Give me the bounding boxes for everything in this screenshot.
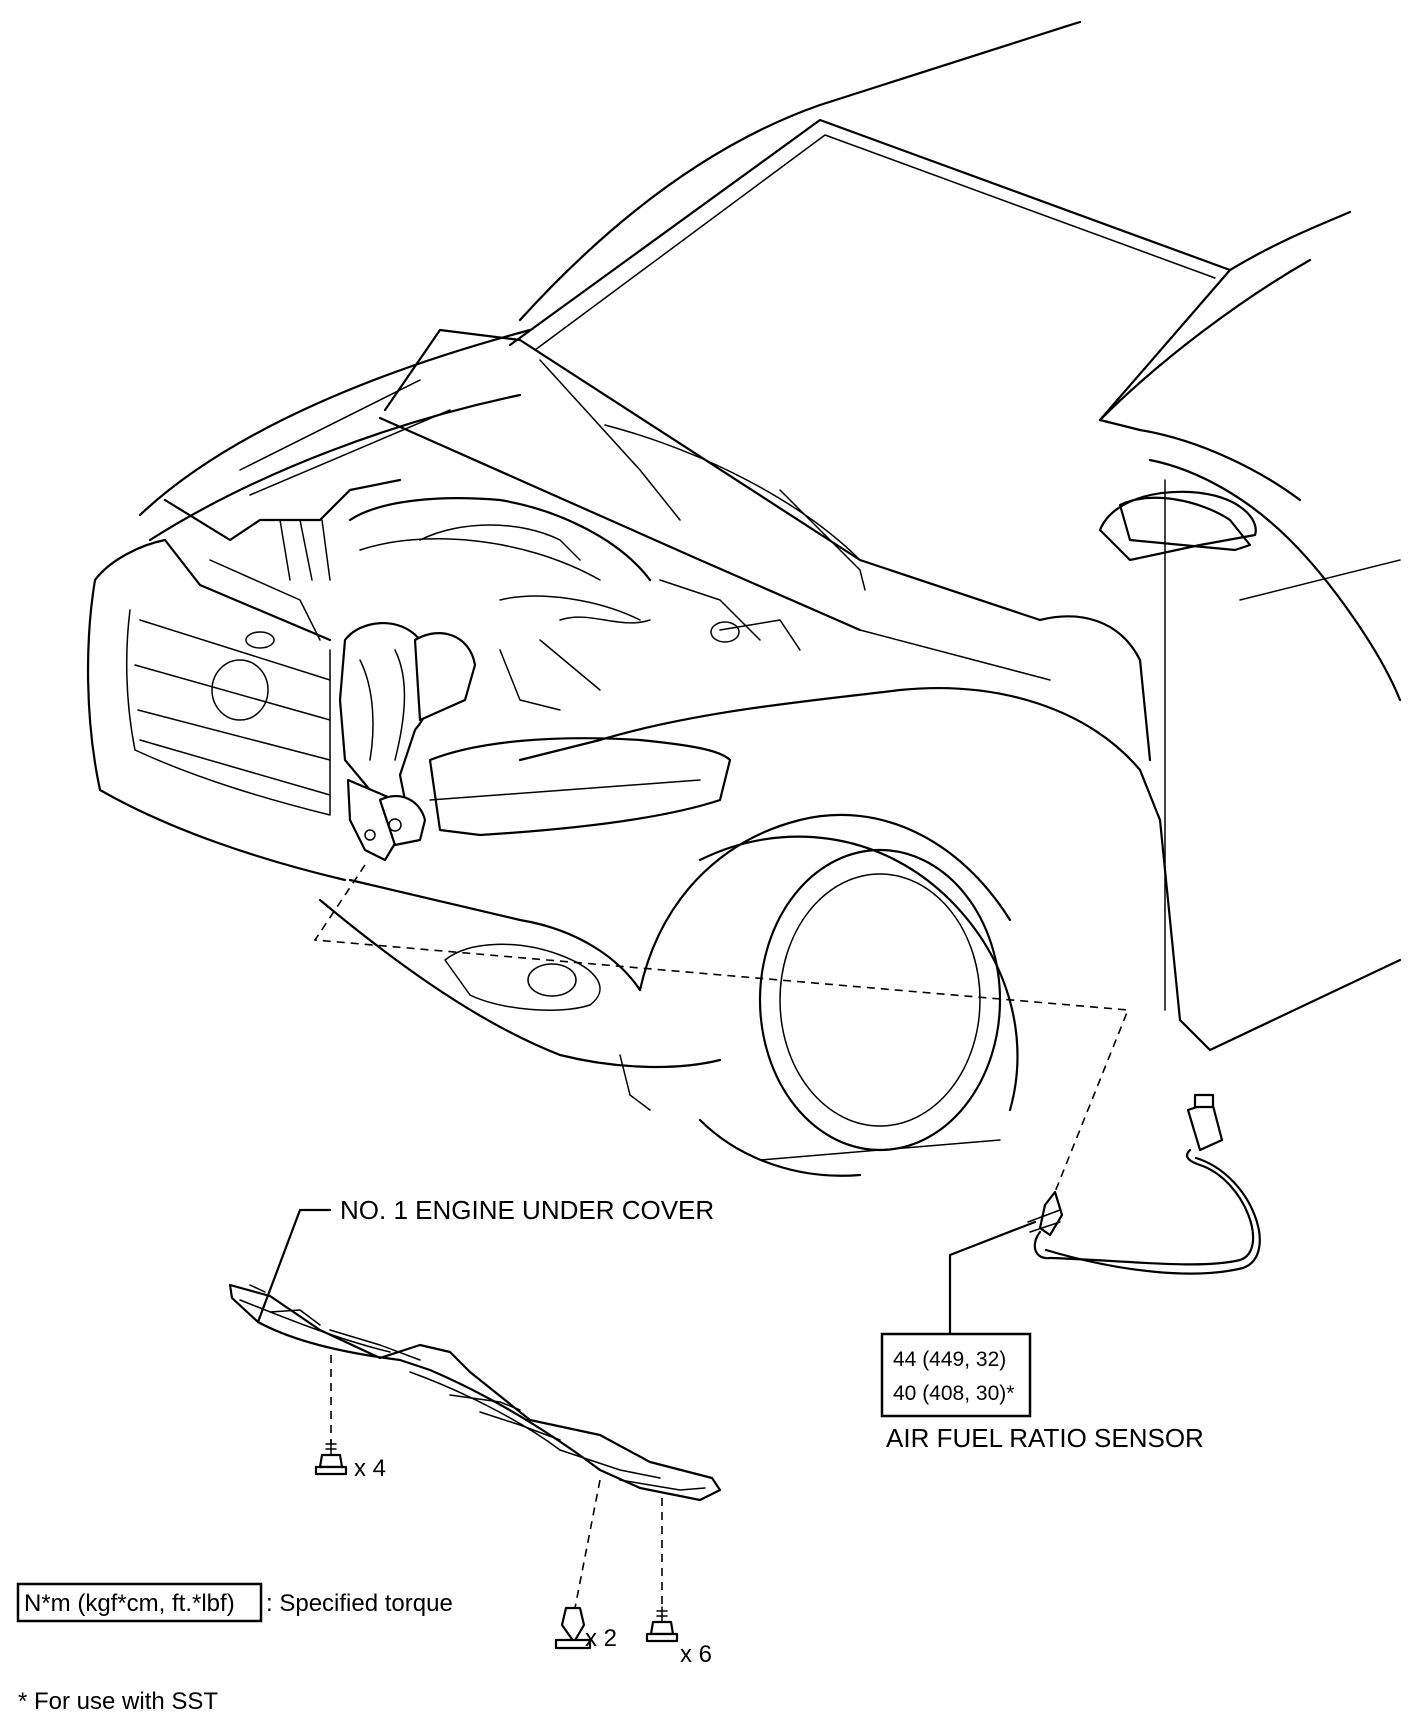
engine-compartment [163,478,801,711]
front-wheel [638,813,1019,1177]
torque-value-2: 40 (408, 30)* [893,1382,1014,1405]
sst-footnote: * For use with SST [18,1688,218,1715]
fender [518,418,1402,1052]
leader-lines [313,864,1130,1609]
air-fuel-sensor-label: AIR FUEL RATIO SENSOR [886,1423,1204,1453]
torque-legend-units: N*m (kgf*cm, ft.*lbf) [24,1590,235,1617]
torque-legend-description: : Specified torque [266,1590,453,1617]
side-mirror [1098,490,1257,562]
exhaust-manifold [338,622,477,862]
torque-legend [16,1582,263,1623]
under-cover-label: NO. 1 ENGINE UNDER COVER [340,1195,714,1225]
sensor-leader [948,1220,1037,1336]
vehicle-illustration [86,20,1402,1177]
hood-latch-line [859,629,1051,681]
clip-icon [554,1606,592,1650]
front-grille [86,538,347,882]
bolt-quantity-right: x 6 [680,1641,712,1668]
headlight [428,737,732,837]
lower-bumper [318,878,722,1111]
bolt-icon-right [645,1606,679,1643]
clip-quantity: x 2 [585,1625,617,1652]
torque-spec-box [880,1332,1032,1418]
under-cover-leader [256,1208,332,1324]
torque-value-1: 44 (449, 32) [893,1348,1006,1371]
air-fuel-ratio-sensor [1027,1093,1261,1275]
hood [138,328,1042,632]
bolt-icon-left [314,1439,348,1476]
windshield [508,20,1352,422]
engine-under-cover [228,1283,722,1502]
bolt-quantity-left: x 4 [354,1455,386,1482]
